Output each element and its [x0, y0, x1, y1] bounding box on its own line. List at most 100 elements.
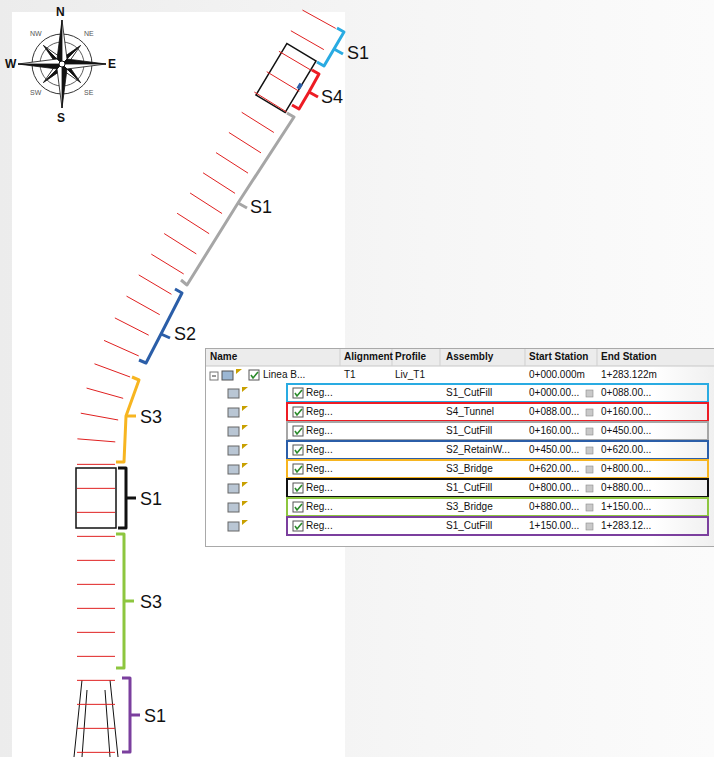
table-cell: Liv_T1 [395, 369, 425, 381]
cross-section-tick [216, 153, 248, 174]
row-icon [228, 389, 239, 398]
table-header: Alignment [344, 351, 393, 363]
cross-section-tick [77, 728, 115, 729]
table-cell: Linea B... [263, 369, 305, 381]
table-header: Profile [395, 351, 426, 363]
check-mark [295, 485, 302, 491]
cross-section-tick [77, 632, 115, 633]
row-icon [228, 522, 239, 531]
segment-label: S3 [140, 591, 162, 613]
cross-section-tick [77, 752, 115, 753]
compass-letter: SW [30, 89, 41, 97]
station-picker-icon [586, 523, 593, 530]
check-mark [295, 466, 302, 472]
cross-section-tick [94, 364, 130, 377]
compass-letter: W [5, 57, 16, 71]
cross-section-tick [229, 132, 261, 152]
row-flag [242, 444, 248, 449]
row-checkbox [293, 407, 303, 417]
segment-label: S3 [140, 406, 162, 428]
check-mark [295, 390, 302, 396]
cross-section-tick [267, 72, 300, 92]
check-mark [295, 504, 302, 510]
compass-letter: SE [84, 89, 93, 97]
table-cell: Reg... [306, 520, 333, 532]
cross-section-tick [139, 275, 172, 294]
cross-section-tick [190, 193, 222, 214]
table-cell: 0+000.000m [529, 369, 585, 381]
cross-section-tick [77, 512, 115, 513]
table-cell: Reg... [306, 387, 333, 399]
row-outlines [287, 384, 708, 535]
cross-section-tick [254, 92, 286, 112]
table-cell: 1+150.00... [529, 520, 579, 532]
table-cell: Reg... [306, 444, 333, 456]
table-cell: 0+620.00... [601, 444, 651, 456]
cross-section-tick [87, 388, 124, 398]
table-cell: 0+160.00... [529, 425, 579, 437]
table-chrome [206, 349, 714, 380]
cross-section-tick [279, 51, 312, 70]
cross-section-tick [104, 340, 139, 356]
row-checkbox [293, 388, 303, 398]
compass-letter: S [57, 111, 65, 125]
cross-section-tick [77, 560, 115, 561]
cross-section-tick [77, 704, 115, 705]
segment-label: S1 [144, 705, 166, 727]
station-picker-icon [586, 485, 593, 492]
table-cell: S1_CutFill [446, 482, 492, 494]
table-cell: Reg... [306, 425, 333, 437]
row-flag [242, 520, 248, 525]
row-checkbox [293, 426, 303, 436]
check-mark [295, 428, 302, 434]
row-icon [228, 446, 239, 455]
row-icon [228, 484, 239, 493]
cross-section-tick [242, 112, 274, 132]
row-checkbox [293, 483, 303, 493]
compass-letter: E [108, 57, 116, 71]
table-cell: S3_Bridge [446, 501, 493, 513]
cross-section-tick [77, 656, 115, 657]
cross-section-tick [127, 296, 160, 315]
cross-section-tick [77, 584, 115, 585]
row-checkbox [293, 521, 303, 531]
cross-section-tick [77, 488, 115, 489]
segment-label: S1 [347, 42, 369, 64]
cross-section-tick [203, 173, 235, 194]
table-cell: S1_CutFill [446, 520, 492, 532]
road-corridor [74, 14, 322, 757]
table-cell: 0+088.00... [529, 406, 579, 418]
row-flag [242, 387, 248, 392]
station-picker-icon [586, 409, 593, 416]
table-cell: 1+283.122m [601, 369, 657, 381]
compass-rose [18, 20, 106, 108]
table-cell: 0+880.00... [601, 482, 651, 494]
table-cell: Reg... [306, 482, 333, 494]
compass-letter: NE [84, 30, 94, 38]
row-flag [242, 501, 248, 506]
cross-section-tick [291, 31, 324, 50]
table-cell: S1_CutFill [446, 387, 492, 399]
row-flag [242, 482, 248, 487]
compass-letter: NW [30, 30, 42, 38]
row-checkbox [293, 502, 303, 512]
table-header: Start Station [529, 351, 588, 363]
table-header: End Station [601, 351, 657, 363]
table-cell: 0+450.00... [529, 444, 579, 456]
table-header: Assembly [446, 351, 493, 363]
cross-section-tick [77, 608, 115, 609]
table-cell: T1 [344, 369, 356, 381]
table-cell: 1+283.12... [601, 520, 651, 532]
table-cell: 0+800.00... [529, 482, 579, 494]
table-cell: 1+150.00... [601, 501, 651, 513]
row-flag [242, 406, 248, 411]
table-cell: 0+800.00... [601, 463, 651, 475]
station-picker-icon [586, 504, 593, 511]
station-picker-icon [586, 447, 593, 454]
row-icon [228, 408, 239, 417]
table-cell: 0+620.00... [529, 463, 579, 475]
row-checkbox [293, 445, 303, 455]
compass-letter: N [56, 5, 65, 19]
segment-label: S4 [321, 86, 343, 108]
